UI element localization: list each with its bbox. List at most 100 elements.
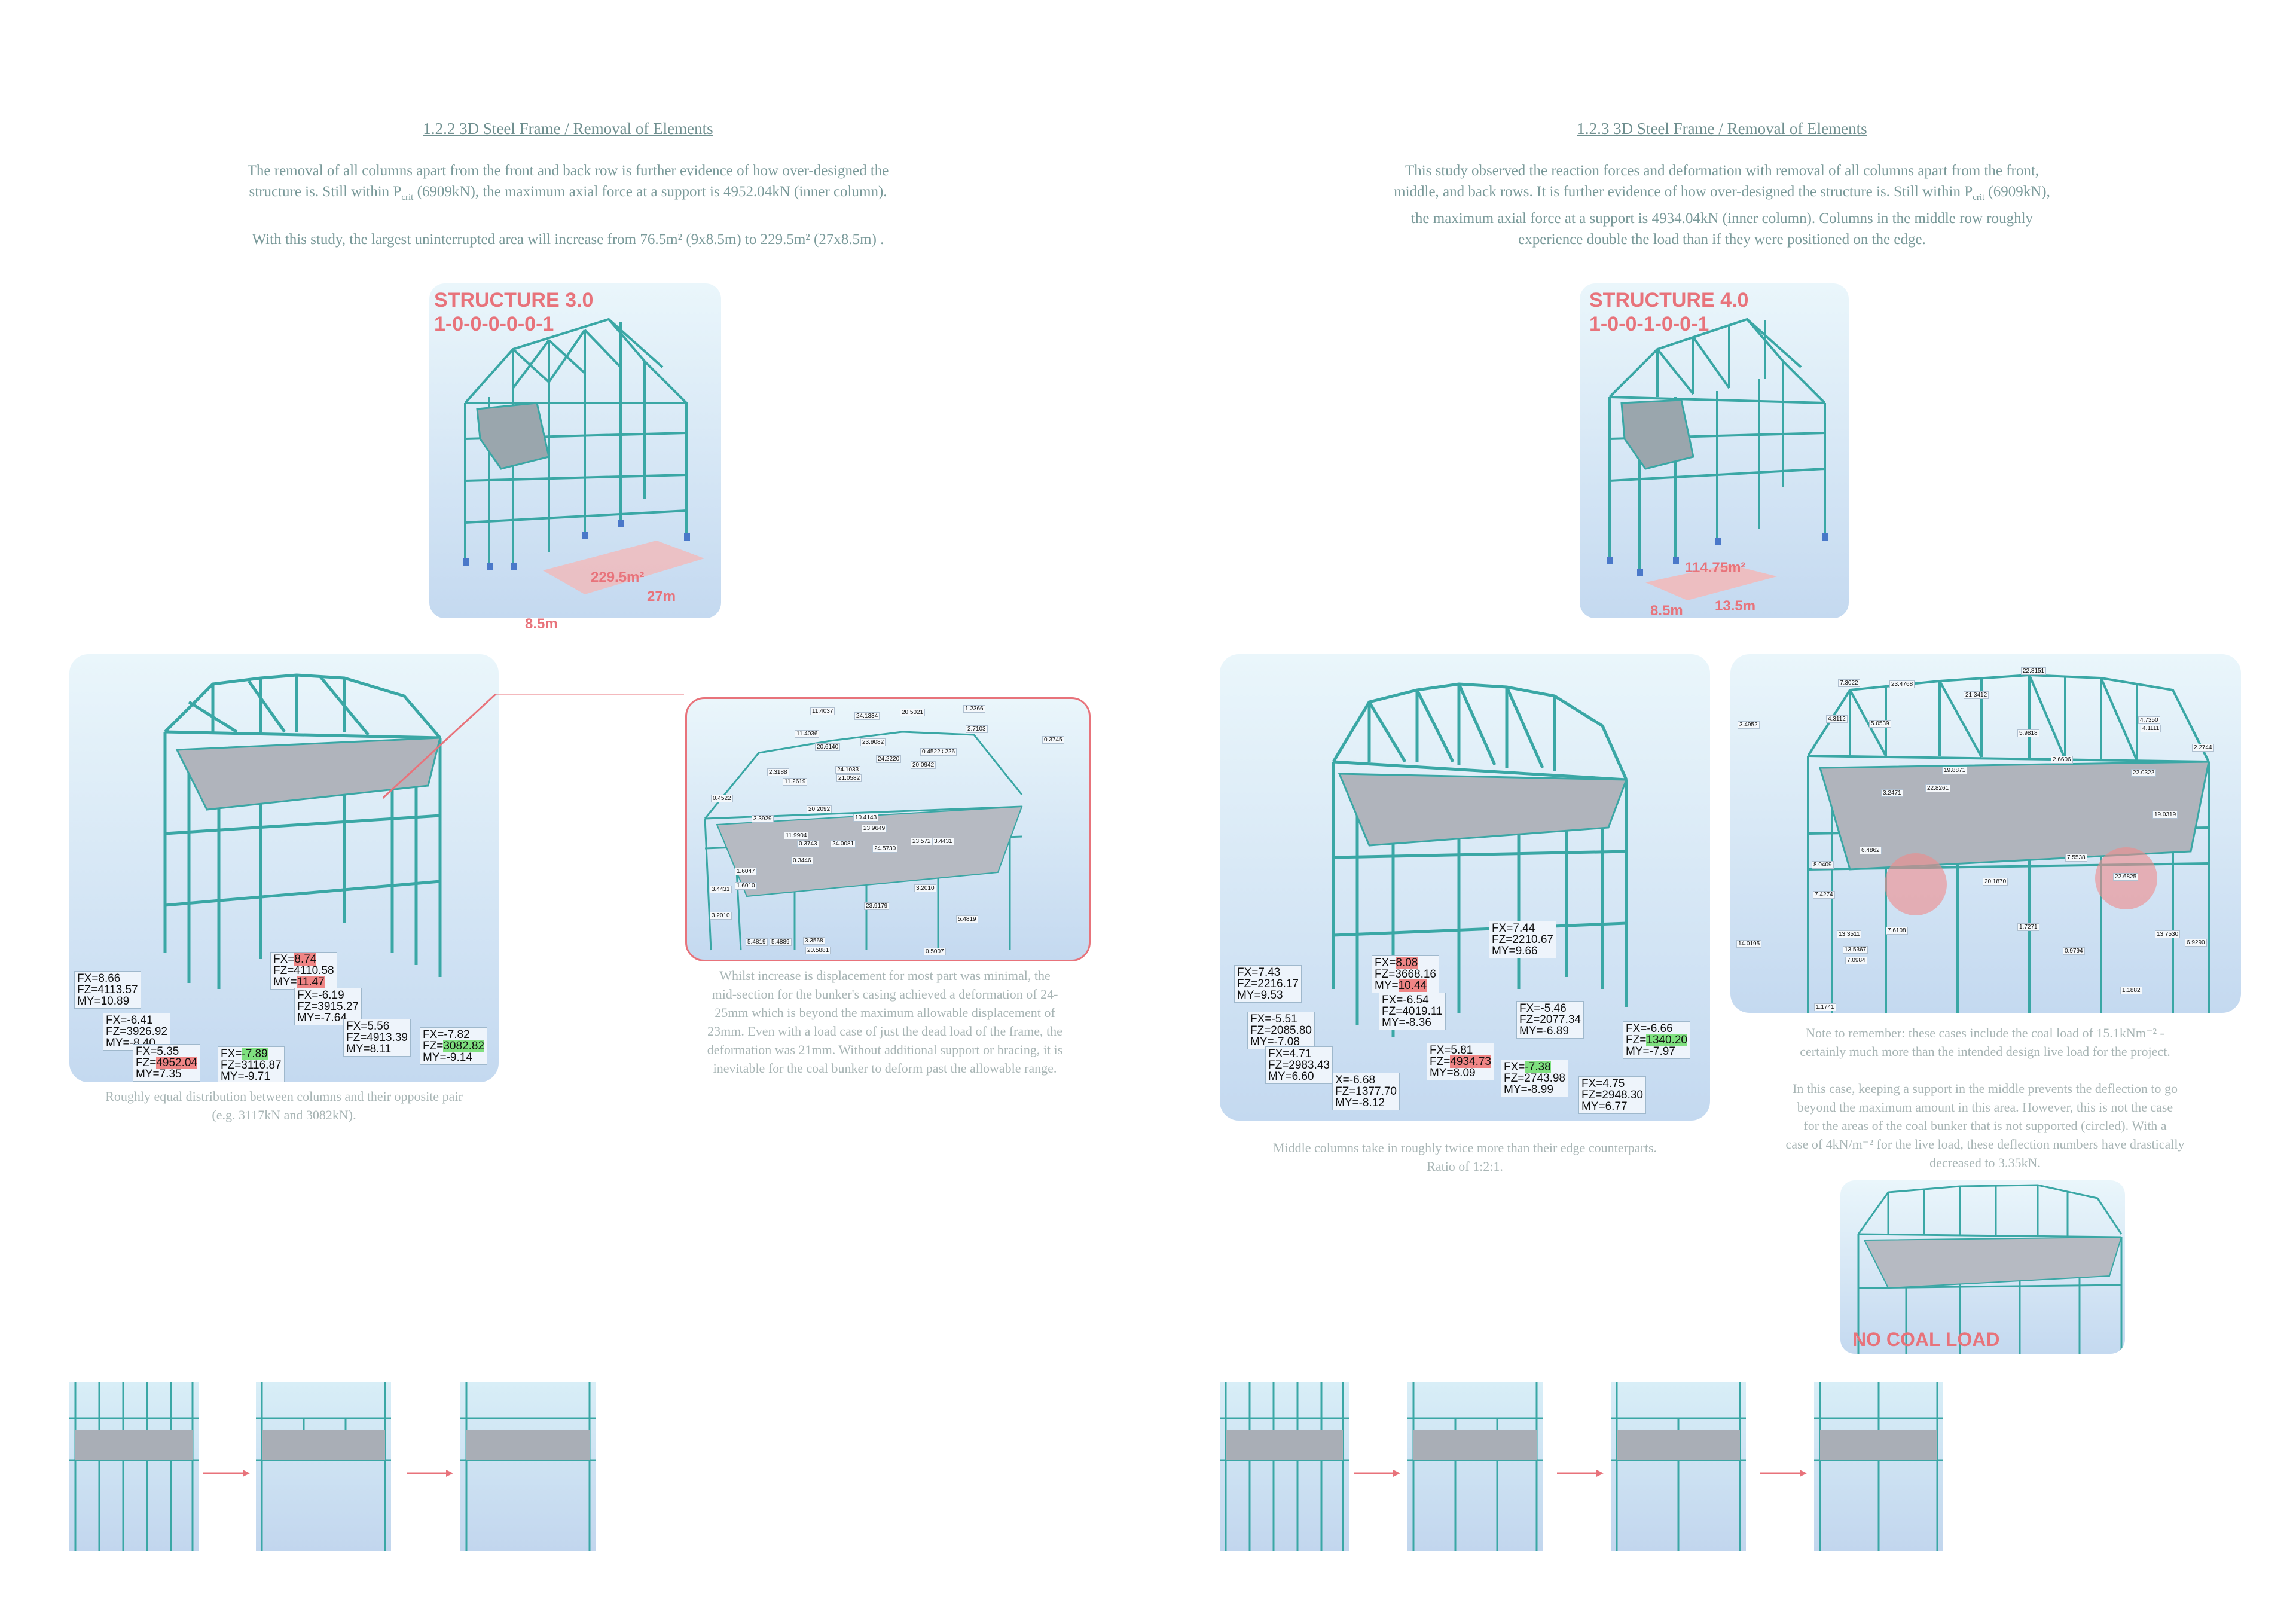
deflection-value: 3.3568 <box>803 937 825 945</box>
deflection-value: 24.1334 <box>854 712 880 720</box>
deflection-value: 2.6606 <box>2051 756 2073 764</box>
no-coal-load-drawing <box>1857 1184 2123 1354</box>
deflection-value: 6.4862 <box>1860 847 1882 854</box>
structure-4-deflection-panel: 7.3022 23.4768 22.8151 21.3412 4.3112 5.… <box>1730 654 2241 1013</box>
deflection-value: 7.5538 <box>2065 854 2087 862</box>
no-coal-load-label: NO COAL LOAD <box>1852 1329 2000 1350</box>
arrow-right-icon <box>1354 1470 1400 1477</box>
deflection-value: 20.5021 <box>900 709 926 716</box>
deflection-value: 7.0984 <box>1845 957 1867 964</box>
deflection-value: 3.2010 <box>710 912 732 920</box>
deflection-value: 1.2366 <box>963 705 985 713</box>
deflection-value: 1.7271 <box>2017 923 2039 931</box>
deflection-value: 3.4431 <box>932 838 954 845</box>
deflection-value: 2.3188 <box>767 768 789 776</box>
deflection-value: 20.0942 <box>911 761 936 769</box>
deflection-value-critical: 24.5730 <box>872 845 898 853</box>
deflection-value: 13.7530 <box>2155 930 2181 938</box>
deflection-value: 3.4431 <box>710 886 732 893</box>
structure-3-reactions-caption: Roughly equal distribution between colum… <box>105 1089 463 1122</box>
structure-4-deflection-note: Note to remember: these cases include th… <box>1785 1025 2185 1170</box>
right-intro-line-1: This study observed the reaction forces … <box>1405 163 2039 179</box>
deflection-value: 1.6047 <box>735 868 757 875</box>
structure-4-length-label: 13.5m <box>1715 598 1756 614</box>
deflection-value: 13.3511 <box>1837 930 1862 938</box>
deflection-value: 24.1033 <box>835 766 861 774</box>
deflection-value: 5.9818 <box>2017 729 2039 737</box>
structure-sequence-thumb <box>460 1382 596 1551</box>
structure-3-deflection-drawing <box>704 731 1023 951</box>
deflection-value: 11.4036 <box>795 730 820 738</box>
structure-4-deflection-drawing <box>1807 673 2210 1013</box>
deflection-value: 8.0409 <box>1812 861 1834 869</box>
deflection-value: 11.2619 <box>783 778 808 786</box>
deflection-value: 4.3112 <box>1826 715 1848 723</box>
structure-sequence-thumb <box>1814 1382 1943 1551</box>
arrow-right-icon <box>1760 1470 1807 1477</box>
left-intro-sub: crit <box>401 193 414 202</box>
deflection-value: 23.9649 <box>862 825 887 832</box>
right-intro-line-3: the maximum axial force at a support is … <box>1410 210 2034 227</box>
deflection-value: 11.4037 <box>810 707 835 715</box>
structure-4-name: STRUCTURE 4.0 <box>1589 289 1749 312</box>
right-intro-line-4: experience double the load than if they … <box>1518 231 1926 248</box>
structure-sequence-thumb <box>256 1382 391 1551</box>
deflection-value: 4.7350 <box>2138 716 2160 724</box>
structure-4-reactions-drawing <box>1332 682 1628 1037</box>
deflection-value: 20.2092 <box>807 805 832 813</box>
deflection-value: 0.4522 <box>711 795 733 802</box>
deflection-value-max: 0.3745 <box>1042 736 1064 744</box>
deflection-value: 3.2010 <box>914 884 936 892</box>
structure-sequence-thumb <box>1220 1382 1349 1551</box>
deflection-value: 5.4889 <box>770 938 792 946</box>
deflection-value: 0.3743 <box>797 840 819 848</box>
arrow-right-icon <box>1557 1470 1604 1477</box>
structure-sequence-thumb <box>1407 1382 1543 1551</box>
right-intro-line-2b: (6909kN), <box>1984 184 2050 200</box>
deflection-value: 20.6140 <box>815 743 841 751</box>
left-intro-line-2b: (6909kN), the maximum axial force at a s… <box>413 184 887 200</box>
deflection-value-critical: 24.0081 <box>831 840 856 848</box>
deflection-value: 20.5881 <box>805 947 831 954</box>
deflection-value: 13.5367 <box>1843 946 1868 954</box>
structure-3-code: 1-0-0-0-0-0-1 <box>434 313 554 335</box>
structure-sequence-thumb <box>69 1382 199 1551</box>
deflection-value: 21.3412 <box>1964 691 1989 699</box>
deflection-value: 0.4522 <box>920 748 942 756</box>
structure-3-reactions-drawing <box>163 673 442 989</box>
structure-4-code: 1-0-0-1-0-0-1 <box>1589 313 1709 335</box>
deflection-value: 3.4952 <box>1738 721 1760 729</box>
structure-4-reactions-caption: Middle columns take in roughly twice mor… <box>1272 1140 1657 1174</box>
left-intro-paragraph: The removal of all columns apart from th… <box>149 160 987 250</box>
deflection-value: 5.0539 <box>1869 720 1891 728</box>
left-intro-line-1: The removal of all columns apart from th… <box>247 163 889 179</box>
structure-3-deflection-panel: 11.4037 24.1334 20.5021 1.2366 11.4036 2… <box>685 697 1091 961</box>
right-intro-line-2a: middle, and back rows. It is further evi… <box>1394 184 1973 200</box>
right-intro-line-2: middle, and back rows. It is further evi… <box>1303 181 2141 208</box>
deflection-value: 7.3022 <box>1838 679 1860 687</box>
deflection-value: 1.1882 <box>2120 987 2142 994</box>
deflection-value: 10.4143 <box>853 814 879 822</box>
deflection-value: 23.9179 <box>864 902 890 910</box>
no-coal-load-panel: NO COAL LOAD <box>1840 1180 2125 1354</box>
deflection-value: 1.6010 <box>735 882 757 890</box>
right-section-title: 1.2.3 3D Steel Frame / Removal of Elemen… <box>1577 120 1867 138</box>
structure-4-area-label: 114.75m² <box>1685 560 1746 576</box>
deflection-value: 24.2220 <box>876 755 902 763</box>
deflection-value: 0.5007 <box>924 948 946 955</box>
